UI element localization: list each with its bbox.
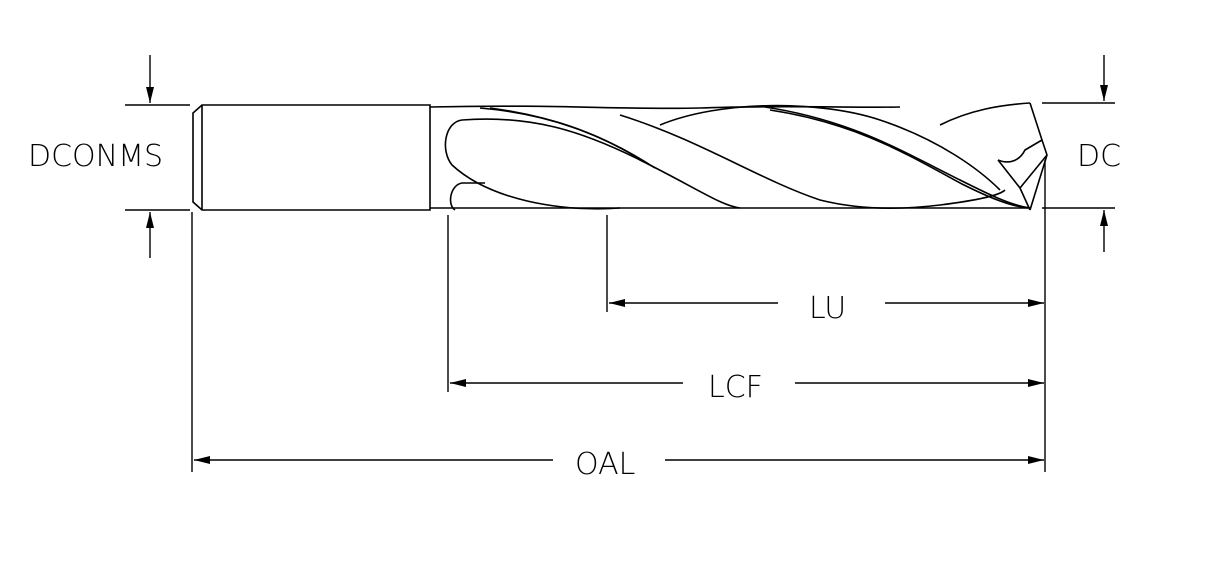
- lu-label: LU: [809, 291, 846, 326]
- lcf-dimension: LCF: [450, 370, 1044, 405]
- drill-body: [429, 102, 1048, 211]
- oal-label: OAL: [575, 447, 635, 482]
- lu-dimension: LU: [609, 291, 1044, 326]
- oal-dimension: OAL: [194, 447, 1044, 482]
- dconms-label: DCONMS: [28, 139, 163, 174]
- dconms-dimension: DCONMS: [28, 55, 190, 258]
- dc-label: DC: [1077, 139, 1121, 174]
- lcf-label: LCF: [708, 370, 763, 405]
- dc-dimension: DC: [1042, 55, 1121, 252]
- drill-shank: [192, 104, 431, 211]
